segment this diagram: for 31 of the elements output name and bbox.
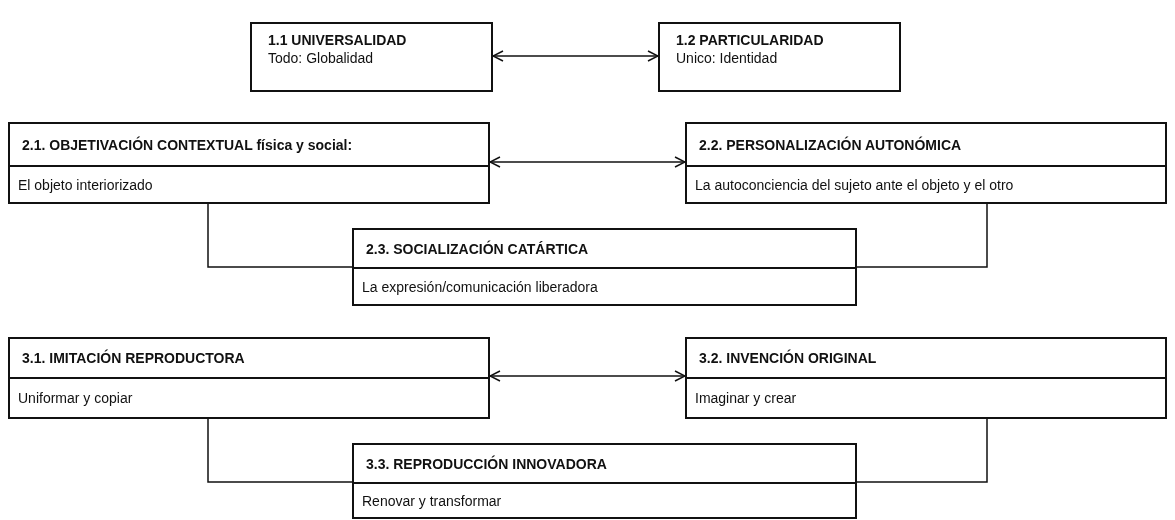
concept-box — [685, 122, 1167, 204]
double-arrow — [489, 156, 686, 168]
box-heading: 2.3. SOCIALIZACIÓN CATÁRTICA — [366, 240, 589, 257]
box-heading: 1.1 UNIVERSALIDAD — [268, 32, 407, 48]
connector-line — [207, 203, 353, 268]
connector-line — [856, 203, 988, 268]
connector-line — [856, 418, 988, 483]
connector-line — [207, 418, 353, 483]
box-text: Unico: Identidad — [676, 50, 778, 66]
box-text: El objeto interiorizado — [18, 176, 153, 193]
box-heading: 1.2 PARTICULARIDAD — [676, 32, 824, 48]
double-arrow — [492, 50, 659, 62]
box-heading: 3.3. REPRODUCCIÓN INNOVADORA — [366, 455, 607, 472]
box-heading: 2.1. OBJETIVACIÓN CONTEXTUAL física y social: — [22, 136, 353, 153]
box-text: Uniformar y copiar — [18, 390, 133, 406]
box-heading: 3.2. INVENCIÓN ORIGINAL — [699, 350, 877, 366]
concept-box — [658, 22, 901, 92]
concept-box — [685, 337, 1167, 419]
concept-box — [352, 443, 857, 519]
concept-box — [8, 337, 490, 419]
box-heading: 3.1. IMITACIÓN REPRODUCTORA — [22, 350, 245, 366]
box-text: La autoconciencia del sujeto ante el objeto y el otro — [695, 176, 1014, 193]
box-text: La expresión/comunicación liberadora — [362, 278, 598, 295]
box-text: Imaginar y crear — [695, 390, 797, 406]
box-text: Todo: Globalidad — [268, 50, 374, 66]
box-heading: 2.2. PERSONALIZACIÓN AUTONÓMICA — [699, 136, 962, 153]
concept-box — [8, 122, 490, 204]
box-text: Renovar y transformar — [362, 492, 502, 509]
concept-box — [352, 228, 857, 306]
concept-box — [250, 22, 493, 92]
double-arrow — [489, 370, 686, 382]
